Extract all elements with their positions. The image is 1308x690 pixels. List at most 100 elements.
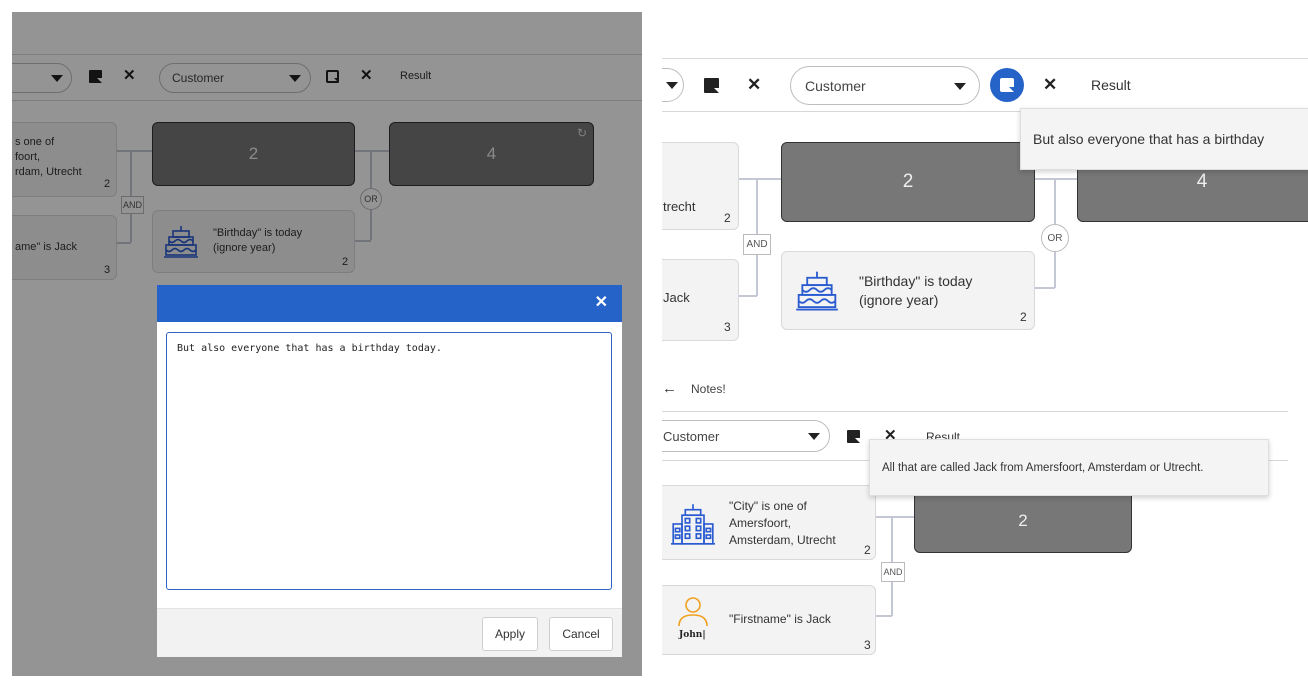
firstname-count: 3 [864,638,871,652]
chevron-down-icon [954,83,966,90]
connector [876,516,892,518]
note-tooltip-text: All that are called Jack from Amersfoort… [882,461,1204,474]
city-criteria-card[interactable]: s one of foort, rdam, Utrecht 2 [12,122,117,197]
chevron-down-icon [808,433,820,440]
toolbar-top-border [12,54,642,55]
firstname-criteria-card[interactable]: ame" is Jack 3 [12,215,117,280]
result-count: 4 [486,144,497,163]
connector [739,178,757,180]
person-icon [678,597,708,627]
city-line-2: foort, [15,151,41,163]
result-box-or[interactable]: 4 ↻ [389,122,594,186]
notes-textarea[interactable]: But also everyone that has a birthday to… [166,332,612,590]
and-tag: AND [121,196,144,214]
close-icon[interactable]: ✕ [747,75,762,94]
connector [370,150,390,152]
toolbar-top-border [662,58,1308,59]
or-tag: OR [1041,224,1069,252]
result-count: 2 [902,171,914,192]
connector [739,295,757,297]
cancel-button[interactable]: Cancel [549,617,613,651]
city-criteria-card-partial[interactable]: trecht 2 [662,142,739,230]
toolbar-bottom-border [662,111,1308,112]
birthday-criteria-card[interactable]: "Birthday" is today (ignore year) 2 [152,210,355,273]
note-tooltip-bottom: All that are called Jack from Amersfoort… [869,439,1269,496]
chevron-down-icon [666,82,678,89]
result-box-and[interactable]: 2 [152,122,355,186]
left-panel: ✕ Customer ✕ Result s one of foort, rdam… [12,12,642,676]
and-tag: AND [881,562,905,582]
back-arrow-icon[interactable]: ← [662,380,677,397]
firstname-criteria-card-partial[interactable]: Jack 3 [662,259,739,341]
city-criteria-card[interactable]: "City" is one of Amersfoort, Amsterdam, … [662,485,876,560]
entity-select-partial[interactable] [12,63,72,93]
refresh-icon[interactable]: ↻ [576,126,587,140]
building-icon [671,504,715,545]
notes-modal: ✕ But also everyone that has a birthday … [157,285,622,657]
cake-icon [796,271,838,311]
close-icon[interactable]: ✕ [594,294,608,311]
city-line-1: s one of [15,136,55,148]
firstname-text: ame" is Jack [15,241,77,253]
result-count: 2 [248,144,259,163]
result-label: Result [1091,77,1131,93]
result-count: 2 [1018,510,1028,530]
entity-select-partial[interactable] [662,68,684,102]
connector [1054,178,1077,180]
entity-select-value: Customer [172,71,225,85]
note-icon[interactable] [704,78,719,93]
city-line-1: "City" is one of [729,499,807,513]
entity-select-lower[interactable]: Customer [662,420,830,452]
connector [117,242,131,244]
close-icon[interactable]: ✕ [1043,75,1058,94]
chevron-down-icon [289,75,301,82]
connector [756,178,781,180]
chevron-down-icon [51,75,63,82]
birthday-count: 2 [1020,310,1027,324]
close-icon[interactable]: ✕ [123,67,136,84]
modal-header: ✕ [157,285,622,322]
toolbar-top-border [662,411,1288,412]
cake-icon [164,226,198,258]
connector [130,150,152,152]
city-line-3: Amsterdam, Utrecht [729,533,836,547]
connector [876,615,892,617]
result-count: 4 [1196,171,1208,192]
note-icon[interactable] [847,430,860,443]
note-icon [1000,78,1014,92]
city-partial-count: 2 [724,211,731,225]
notes-label: Notes! [691,382,726,396]
result-box-and[interactable]: 2 [781,142,1035,222]
right-panel: ✕ Customer ✕ Result trecht 2 Jack 3 AND … [662,58,1308,668]
note-tooltip-top: But also everyone that has a birthday [1020,108,1308,170]
connector [355,240,371,242]
birthday-criteria-card[interactable]: "Birthday" is today (ignore year) 2 [781,251,1035,330]
note-outline-icon[interactable] [326,70,339,83]
connector [1035,178,1055,180]
connector [355,150,371,152]
birthday-line-2: (ignore year) [213,242,276,254]
entity-select[interactable]: Customer [790,66,980,105]
entity-select-value: Customer [805,77,866,94]
birthday-line-2: (ignore year) [859,292,939,308]
entity-select[interactable]: Customer [159,63,311,93]
close-icon[interactable]: ✕ [360,67,373,84]
and-tag: AND [743,234,771,255]
city-partial-text: trecht [663,199,696,214]
apply-button[interactable]: Apply [482,617,538,651]
note-icon[interactable] [89,70,102,83]
entity-select-value: Customer [663,428,720,444]
connector [1035,287,1055,289]
john-label: John| [679,630,706,640]
result-box-lower[interactable]: 2 [914,488,1132,553]
modal-footer: Apply Cancel [157,608,622,657]
firstname-text: "Firstname" is Jack [729,612,831,626]
city-line-2: Amersfoort, [729,516,792,530]
jack-partial-count: 3 [724,320,731,334]
city-line-3: rdam, Utrecht [15,166,82,178]
connector [117,150,131,152]
toolbar-bottom-border [12,100,642,101]
firstname-criteria-card[interactable]: John| "Firstname" is Jack 3 [662,585,876,655]
birthday-line-1: "Birthday" is today [859,273,973,289]
note-active-button[interactable] [990,68,1024,102]
